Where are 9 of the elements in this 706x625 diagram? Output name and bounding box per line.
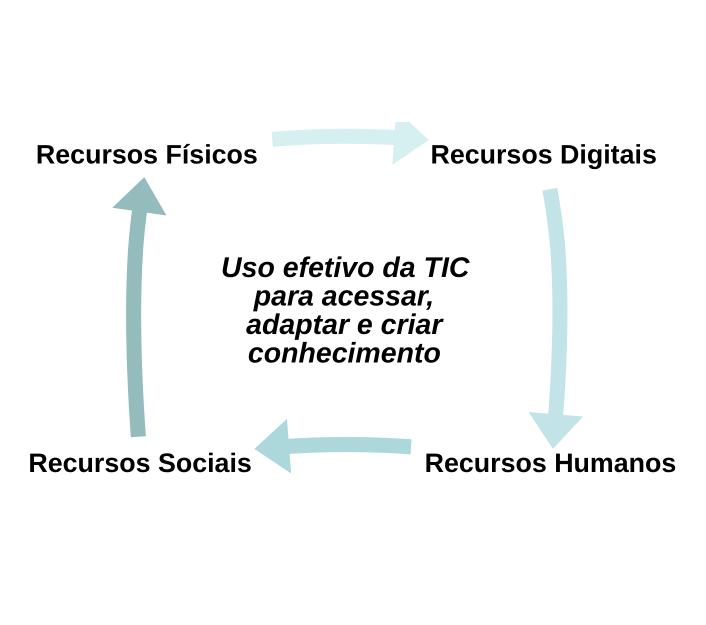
node-text: Recursos Sociais: [28, 447, 252, 478]
arrow: [254, 418, 412, 473]
label: Uso efetivo da TIC para acessar, adaptar e criar conhecimento: [221, 252, 470, 370]
arrow: [528, 187, 584, 448]
arrow: [272, 122, 429, 164]
node-text: Recursos Humanos: [424, 447, 676, 478]
node-text: Recursos Físicos: [36, 139, 258, 170]
node-text: Recursos Digitais: [430, 139, 657, 170]
arrow: [112, 176, 166, 437]
